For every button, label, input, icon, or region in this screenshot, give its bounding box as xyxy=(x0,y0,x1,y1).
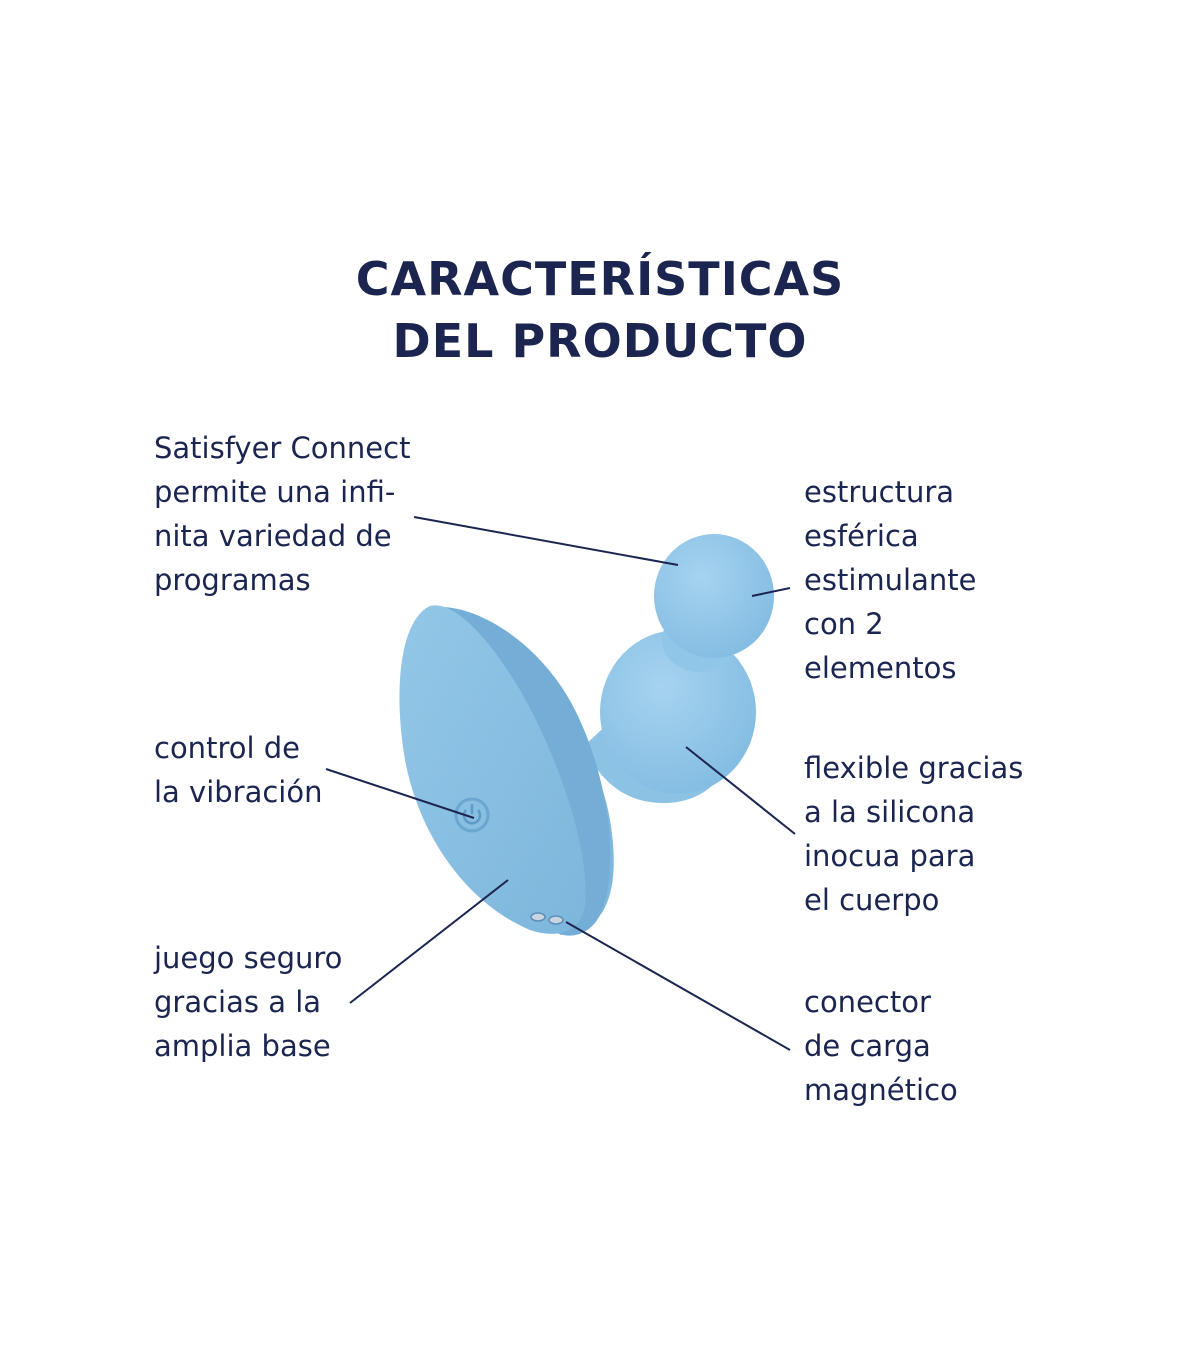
callout-line: esférica xyxy=(804,519,919,553)
leader-line-sphere xyxy=(751,587,791,597)
callout-line: elementos xyxy=(804,651,957,685)
leader-line-flexible xyxy=(685,746,796,835)
product-base-face xyxy=(399,605,586,934)
leader-line-app xyxy=(413,516,679,566)
callout-line: programas xyxy=(154,563,311,597)
callout-line: estimulante xyxy=(804,563,977,597)
callout-app-connect: Satisfyer Connect permite una infi- nita… xyxy=(154,426,410,602)
callout-line: amplia base xyxy=(154,1029,331,1063)
charger-pins-icon xyxy=(530,912,564,925)
leader-line-charger xyxy=(565,921,791,1051)
product-illustration xyxy=(399,534,774,936)
callout-line: nita variedad de xyxy=(154,519,392,553)
leader-line-vibration xyxy=(325,768,475,819)
leader-line-base xyxy=(349,879,509,1004)
callout-line: conector xyxy=(804,985,931,1019)
callout-line: a la silicona xyxy=(804,795,976,829)
callout-line: permite una infi- xyxy=(154,475,396,509)
callout-line: la vibración xyxy=(154,775,323,809)
callout-spherical-structure: estructura esférica estimulante con 2 el… xyxy=(804,470,976,690)
callout-line: de carga xyxy=(804,1029,931,1063)
product-lower-sphere xyxy=(600,630,756,794)
page-title: CARACTERÍSTICAS DEL PRODUCTO xyxy=(0,248,1200,372)
title-line-2: DEL PRODUCTO xyxy=(392,314,808,368)
callout-flexible-silicone: flexible gracias a la silicona inocua pa… xyxy=(804,746,1023,922)
callout-line: gracias a la xyxy=(154,985,322,1019)
callout-line: estructura xyxy=(804,475,955,509)
callout-line: Satisfyer Connect xyxy=(154,431,411,465)
title-line-1: CARACTERÍSTICAS xyxy=(355,252,845,306)
callout-magnetic-charger: conector de carga magnético xyxy=(804,980,958,1112)
callout-vibration-control: control de la vibración xyxy=(154,726,323,814)
product-upper-sphere xyxy=(654,534,774,658)
callout-line: el cuerpo xyxy=(804,883,940,917)
callout-line: con 2 xyxy=(804,607,884,641)
callout-line: inocua para xyxy=(804,839,976,873)
callout-line: juego seguro xyxy=(154,941,343,975)
callout-line: flexible gracias xyxy=(804,751,1024,785)
callout-line: control de xyxy=(154,731,300,765)
callout-line: magnético xyxy=(804,1073,958,1107)
callout-wide-base: juego seguro gracias a la amplia base xyxy=(154,936,342,1068)
